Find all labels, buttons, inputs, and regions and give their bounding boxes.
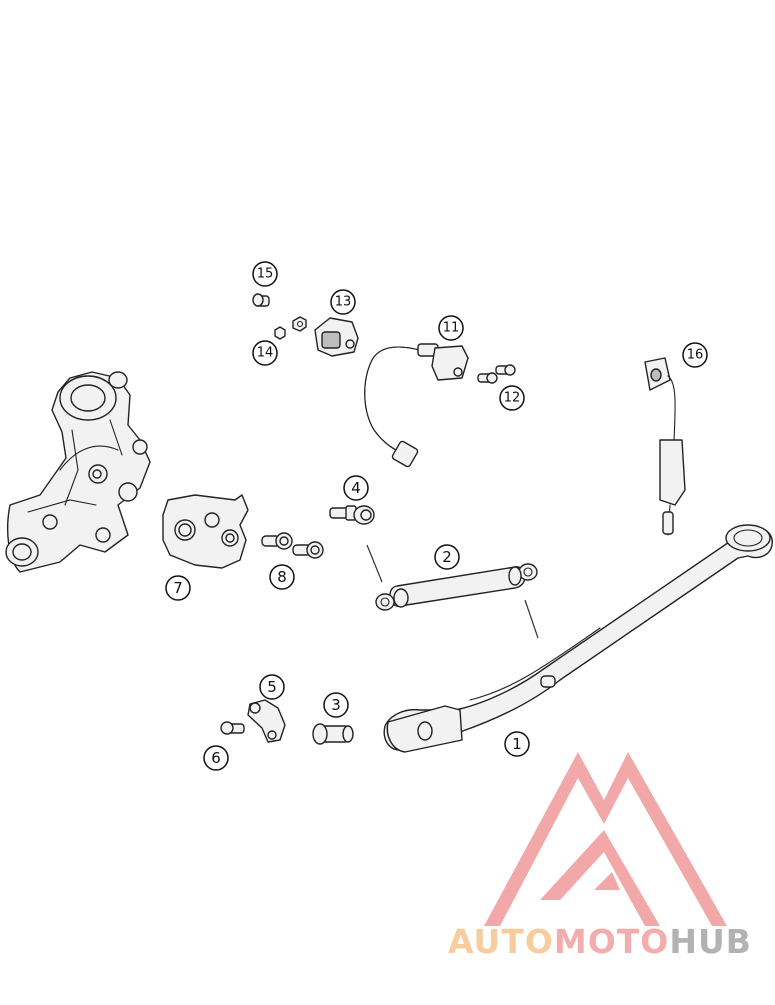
callout-8[interactable]: 8	[269, 564, 295, 590]
svg-text:8: 8	[277, 568, 287, 586]
callout-15[interactable]: 15	[252, 261, 278, 287]
svg-text:AUTOMOTOHUB: AUTOMOTOHUB	[448, 922, 752, 961]
cable-16	[644, 357, 686, 536]
svg-text:7: 7	[173, 579, 183, 597]
svg-text:15: 15	[257, 267, 274, 282]
watermark-triangle	[484, 752, 727, 926]
svg-text:12: 12	[504, 391, 521, 406]
callout-6[interactable]: 6	[203, 745, 229, 771]
switch-cable-11	[364, 343, 469, 468]
svg-text:6: 6	[211, 749, 221, 767]
svg-text:3: 3	[331, 696, 341, 714]
callout-5[interactable]: 5	[259, 674, 285, 700]
callout-13[interactable]: 13	[330, 289, 356, 315]
svg-text:14: 14	[257, 346, 274, 361]
screw-6	[220, 721, 245, 735]
switch-13	[314, 317, 359, 357]
pin-4	[329, 505, 375, 525]
bracket-5	[247, 699, 286, 743]
callout-12[interactable]: 12	[499, 385, 525, 411]
screws-12	[477, 364, 516, 384]
svg-text:1: 1	[512, 735, 522, 753]
watermark-word-2: MOTO	[554, 922, 669, 961]
nuts-14	[274, 316, 307, 340]
stand-plate	[162, 494, 249, 569]
callout-3[interactable]: 3	[323, 692, 349, 718]
callout-2[interactable]: 2	[434, 544, 460, 570]
callout-7[interactable]: 7	[165, 575, 191, 601]
callout-1[interactable]: 1	[504, 731, 530, 757]
svg-text:4: 4	[351, 479, 361, 497]
screws-8	[261, 532, 324, 559]
svg-text:11: 11	[443, 321, 460, 336]
pin-3	[312, 723, 354, 745]
watermark-inner-shape	[540, 830, 660, 926]
frame-bracket	[5, 371, 151, 573]
watermark-word-1: AUTO	[448, 922, 554, 961]
svg-text:16: 16	[687, 348, 704, 363]
spring	[375, 563, 538, 611]
callout-4[interactable]: 4	[343, 475, 369, 501]
svg-text:13: 13	[335, 295, 352, 310]
callout-14[interactable]: 14	[252, 340, 278, 366]
screw-15	[252, 293, 270, 307]
watermark-logo: AUTOMOTOHUB	[448, 752, 752, 961]
svg-text:5: 5	[267, 678, 277, 696]
side-stand	[383, 524, 773, 753]
callout-16[interactable]: 16	[682, 342, 708, 368]
watermark-word-3: HUB	[669, 922, 752, 961]
callout-11[interactable]: 11	[438, 315, 464, 341]
svg-text:2: 2	[442, 548, 452, 566]
